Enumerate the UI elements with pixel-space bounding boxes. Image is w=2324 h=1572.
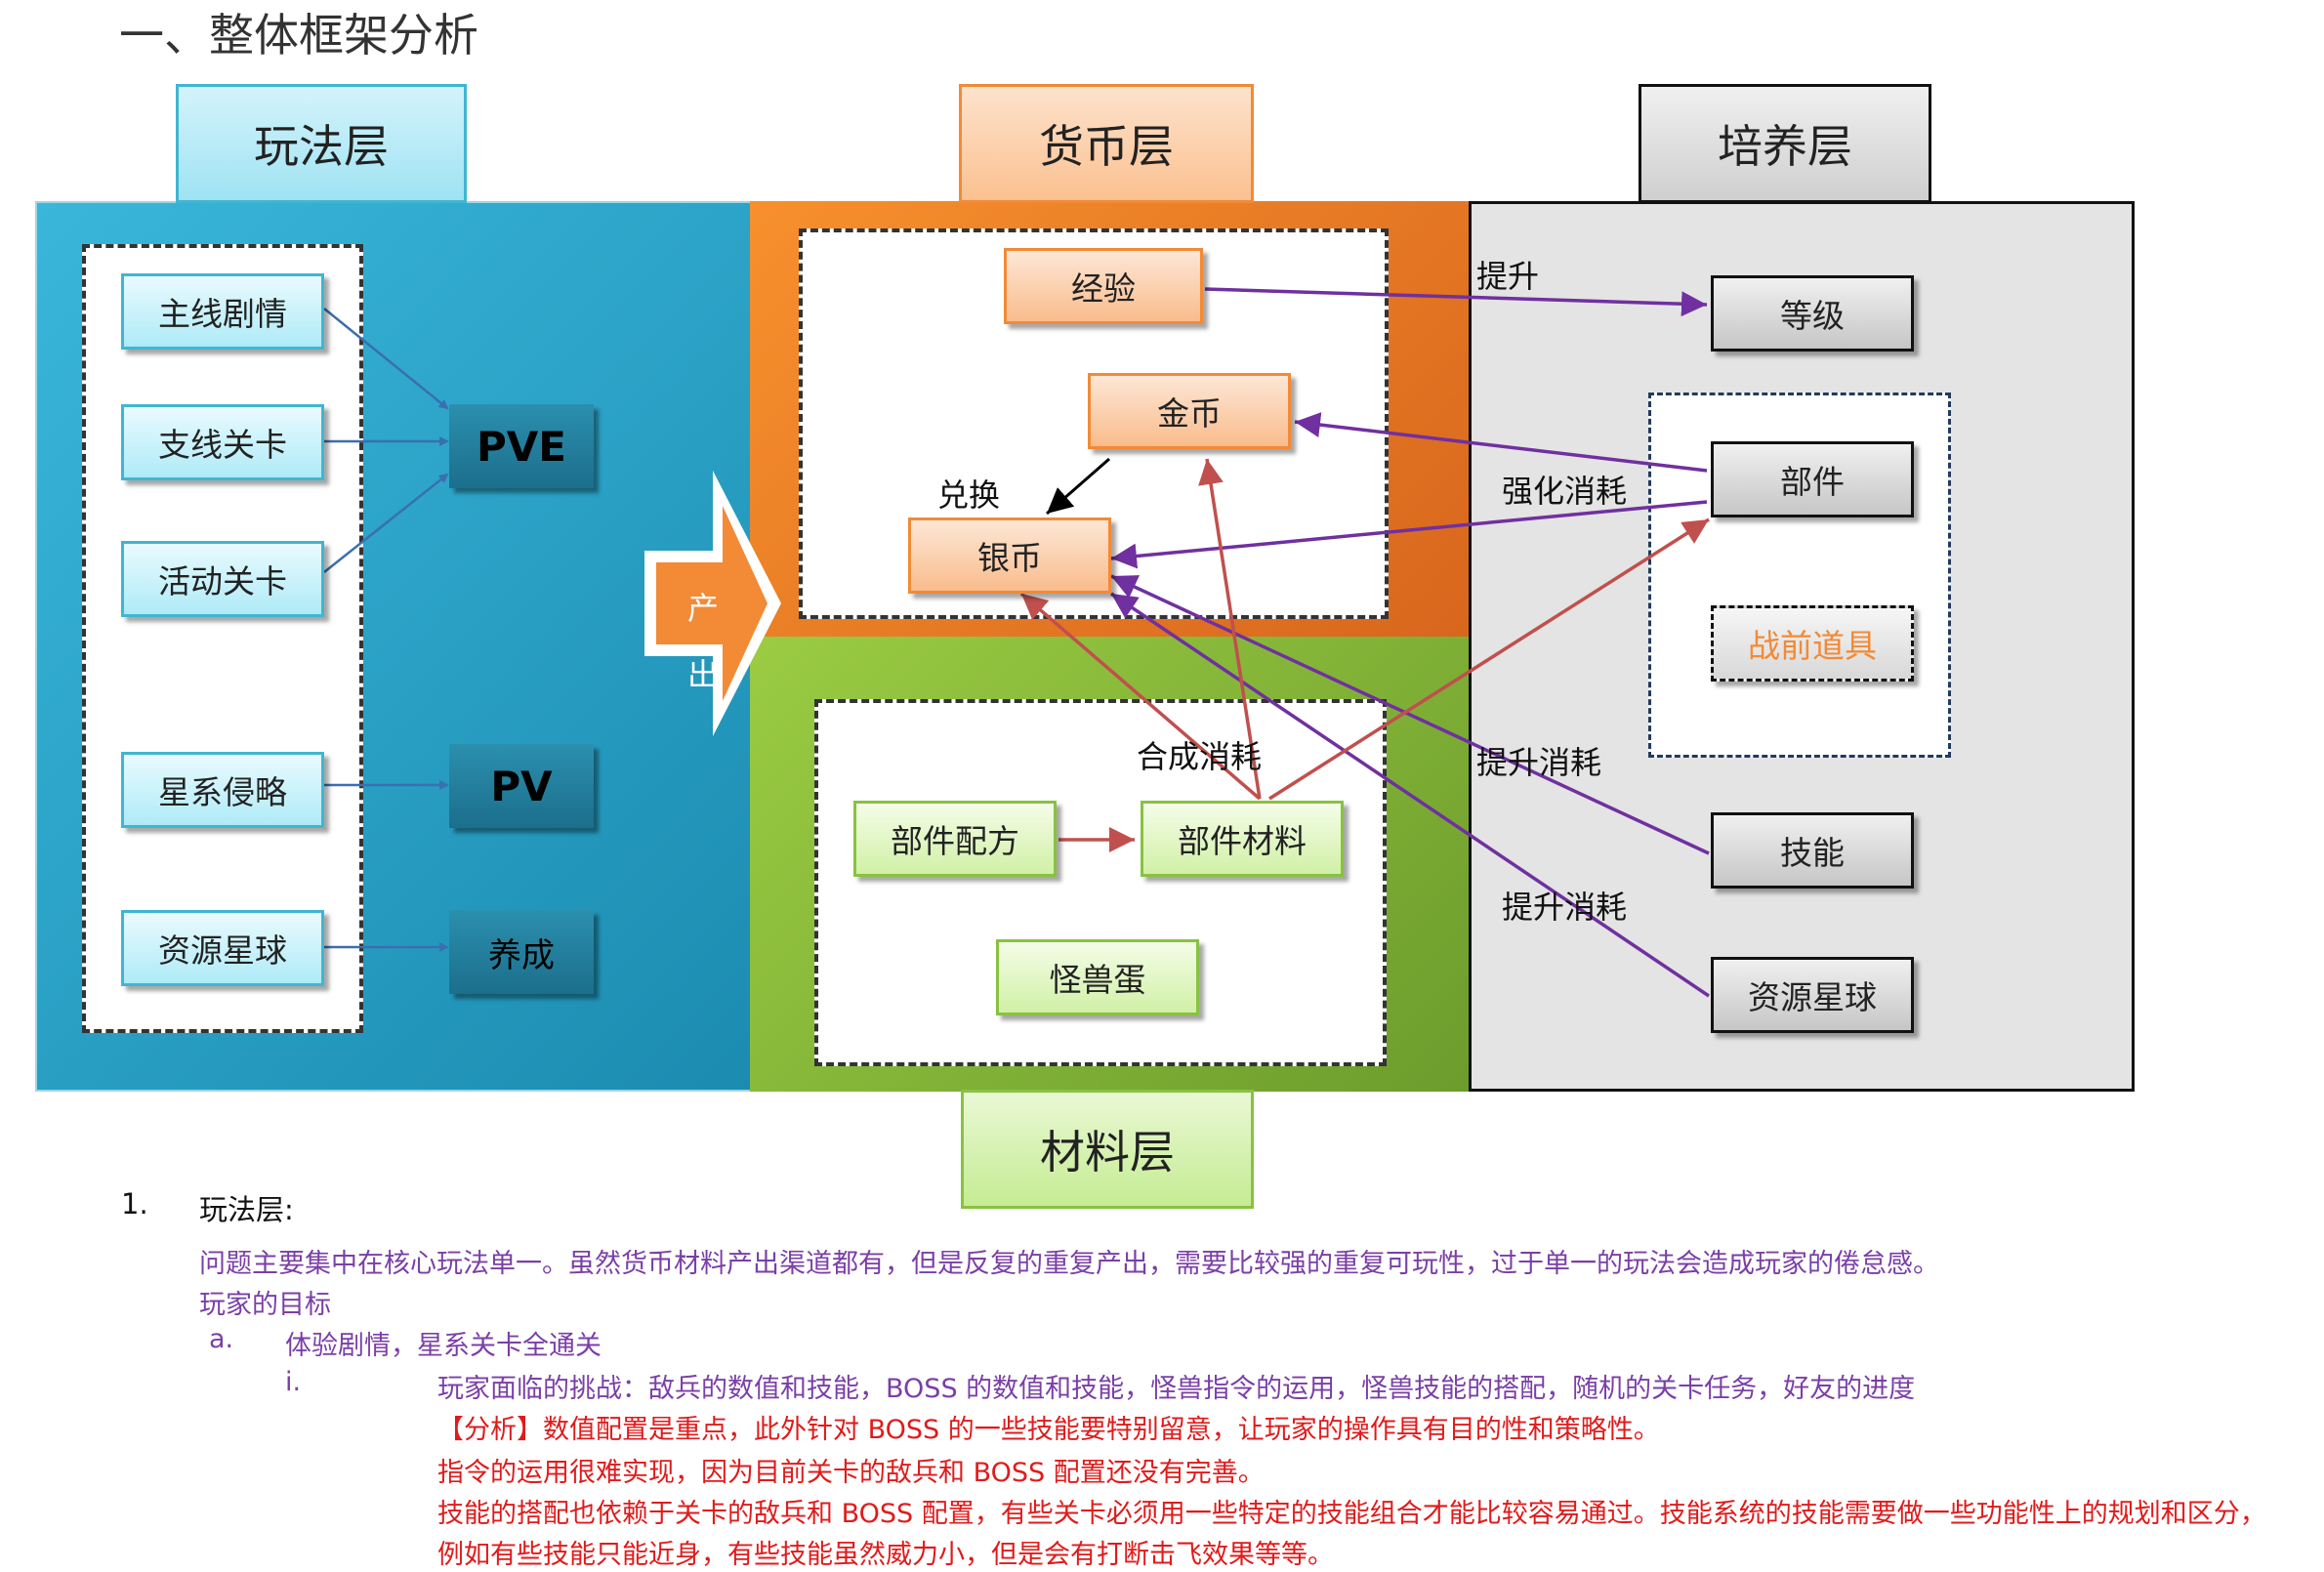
gameplay-item-side-stage: 支线关卡 [121, 404, 324, 480]
mode-pve: PVE [449, 404, 594, 488]
arrow-event-to-pve [323, 473, 449, 573]
gameplay-list-frame [82, 244, 363, 1033]
label-strengthen-cost: 强化消耗 [1502, 473, 1628, 510]
gameplay-item-main-story: 主线剧情 [121, 273, 324, 350]
arrow-material-to-gold [1198, 458, 1262, 800]
label-upgrade: 提升 [1476, 258, 1540, 295]
arrow-gold-to-silver [1046, 457, 1110, 516]
growth-prebattle-item: 战前道具 [1711, 605, 1914, 682]
list-i-text: 玩家面临的挑战：敌兵的数值和技能，BOSS 的数值和技能，怪兽指令的运用，怪兽技… [437, 1374, 1916, 1404]
list-i-marker: i. [285, 1367, 302, 1397]
analysis-line-3: 技能的搭配也依赖于关卡的敌兵和 BOSS 配置，有些关卡必须用一些特定的技能组合… [437, 1499, 2266, 1529]
gameplay-item-resource-planet: 资源星球 [121, 910, 324, 986]
currency-silver: 银币 [908, 517, 1111, 594]
material-part-material: 部件材料 [1141, 801, 1344, 877]
section-number: 1. [121, 1187, 148, 1220]
page-heading: 一、整体框架分析 [119, 9, 478, 62]
analysis-line-2: 指令的运用很难实现，因为目前关卡的敌兵和 BOSS 配置还没有完善。 [437, 1458, 1265, 1488]
growth-level: 等级 [1711, 275, 1914, 352]
section-title: 玩法层: [199, 1193, 294, 1226]
growth-layer-tab: 培养层 [1639, 84, 1931, 203]
arrow-planet-to-silver [1110, 592, 1710, 998]
material-layer-tab: 材料层 [961, 1090, 1254, 1209]
gameplay-item-event-stage: 活动关卡 [121, 541, 324, 617]
material-monster-egg: 怪兽蛋 [996, 939, 1199, 1015]
synth-cost-label: 合成消耗 [1137, 738, 1263, 775]
gameplay-layer-tab: 玩法层 [176, 84, 467, 203]
list-a-marker: a. [209, 1324, 234, 1354]
exchange-label: 兑换 [937, 476, 1001, 514]
arrow-part-to-silver [1110, 500, 1708, 569]
analysis-line-1: 【分析】数值配置是重点，此外针对 BOSS 的一些技能要特别留意，让玩家的操作具… [437, 1415, 1660, 1445]
arrow-part-to-gold [1294, 412, 1708, 473]
material-part-recipe: 部件配方 [853, 801, 1057, 877]
arrow-main-to-pve [323, 308, 449, 410]
section-paragraph-2: 玩家的目标 [199, 1290, 331, 1320]
growth-part: 部件 [1711, 441, 1914, 517]
label-upgrade-cost-1: 提升消耗 [1476, 744, 1602, 781]
currency-layer-tab: 货币层 [959, 84, 1254, 203]
analysis-line-4: 例如有些技能只能近身，有些技能虽然威力小，但是会有打断击飞效果等等。 [437, 1540, 1334, 1570]
arrow-skill-to-silver [1110, 574, 1710, 855]
section-paragraph-1: 问题主要集中在核心玩法单一。虽然货币材料产出渠道都有，但是反复的重复产出，需要比… [199, 1249, 1939, 1279]
arrow-exp-to-level [1204, 287, 1708, 317]
growth-resource-planet: 资源星球 [1711, 957, 1914, 1033]
mode-pv: PV [449, 744, 594, 828]
output-arrow-char-2: 出 [687, 656, 720, 693]
output-arrow-shape [644, 471, 781, 736]
growth-skill: 技能 [1711, 812, 1914, 889]
currency-gold: 金币 [1088, 373, 1291, 449]
label-upgrade-cost-2: 提升消耗 [1502, 889, 1628, 926]
arrow-material-to-part [1268, 517, 1710, 801]
mode-nurture: 养成 [449, 910, 594, 994]
list-a-text: 体验剧情，星系关卡全通关 [285, 1331, 602, 1361]
currency-exp: 经验 [1004, 248, 1203, 324]
arrow-material-to-silver [1019, 592, 1262, 801]
gameplay-item-galaxy-invasion: 星系侵略 [121, 752, 324, 828]
output-arrow-char-1: 产 [687, 590, 720, 627]
